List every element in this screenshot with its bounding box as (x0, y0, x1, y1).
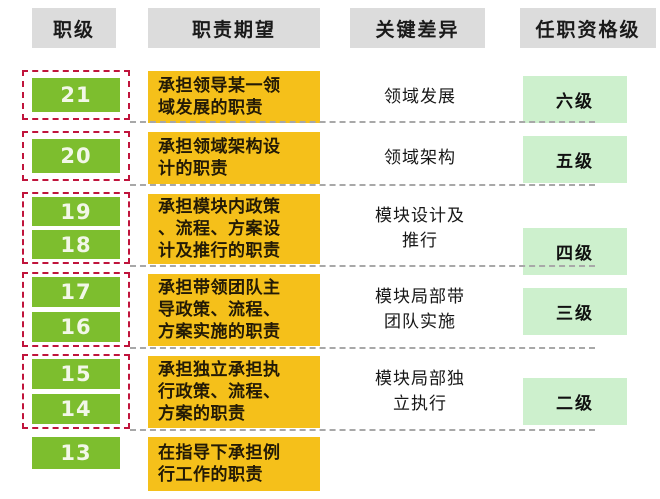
level-chip-14[interactable]: 14 (32, 394, 120, 424)
qualification-box-three: 三级 (523, 288, 627, 335)
qualification-box-two: 二级 (523, 378, 627, 425)
difference-text-15-14: 模块局部独 立执行 (375, 369, 465, 414)
level-chip-21[interactable]: 21 (32, 78, 120, 112)
difference-text-20: 领域架构 (384, 147, 456, 168)
qualification-box-six: 六级 (523, 76, 627, 123)
level-group-outline-17-16 (22, 272, 130, 347)
duty-box-15-14: 承担独立承担执 行政策、流程、 方案的职责 (148, 356, 320, 428)
level-group-outline-19-18 (22, 192, 130, 264)
level-chip-17[interactable]: 17 (32, 277, 120, 307)
row-separator-5 (130, 429, 595, 431)
column-header-key-difference: 关键差异 (350, 8, 485, 48)
difference-text-21: 领域发展 (384, 86, 456, 107)
level-chip-16[interactable]: 16 (32, 312, 120, 342)
difference-text-17-16: 模块局部带 团队实施 (375, 287, 465, 332)
row-separator-3 (130, 265, 595, 267)
column-header-qualification-level: 任职资格级 (520, 8, 656, 48)
row-separator-4 (130, 347, 595, 349)
duty-box-17-16: 承担带领团队主 导政策、流程、 方案实施的职责 (148, 274, 320, 346)
level-chip-13[interactable]: 13 (32, 437, 120, 469)
level-chip-20[interactable]: 20 (32, 139, 120, 173)
duty-box-13: 在指导下承担例 行工作的职责 (148, 437, 320, 491)
level-group-outline-21 (22, 70, 130, 120)
duty-box-19-18: 承担模块内政策 、流程、方案设 计及推行的职责 (148, 194, 320, 264)
difference-text-19-18: 模块设计及 推行 (375, 206, 465, 251)
qualification-box-five: 五级 (523, 136, 627, 183)
level-group-outline-15-14 (22, 354, 130, 429)
level-chip-19[interactable]: 19 (32, 197, 120, 226)
column-header-level: 职级 (32, 8, 116, 48)
duty-box-21: 承担领导某一领 域发展的职责 (148, 71, 320, 123)
level-group-outline-20 (22, 131, 130, 181)
level-chip-15[interactable]: 15 (32, 359, 120, 389)
duty-box-20: 承担领域架构设 计的职责 (148, 132, 320, 184)
qualification-box-four: 四级 (523, 228, 627, 275)
level-chip-18[interactable]: 18 (32, 230, 120, 259)
column-header-duty-expectation: 职责期望 (148, 8, 320, 48)
row-separator-1 (130, 121, 595, 123)
row-separator-2 (130, 184, 595, 186)
